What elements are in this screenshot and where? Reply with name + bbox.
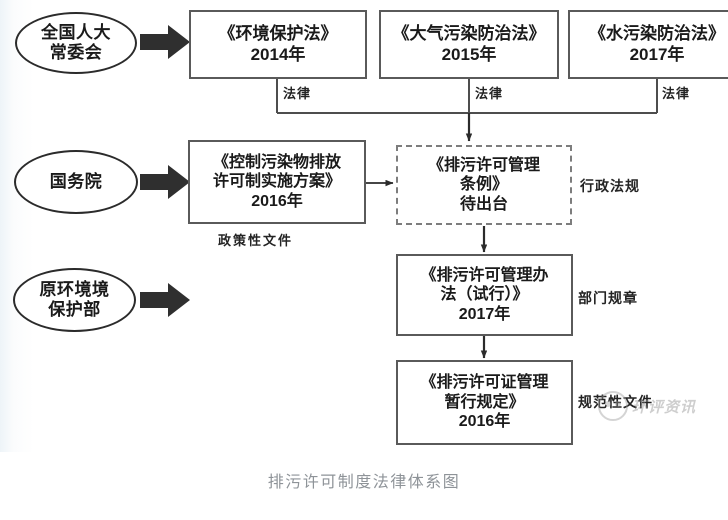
law-wpcl-title: 《水污染防治法》 [589,23,725,43]
law-wpcl-text: 《水污染防治法》 2017年 [584,24,728,65]
policy-scheme-line3: 2016年 [251,192,303,210]
actor-npc-standing-committee[interactable]: 全国人大 常委会 [15,12,137,74]
regulation-box-ordinance-pending[interactable]: 《排污许可管理 条例》 待出台 [396,145,572,225]
law-apcl-year: 2015年 [441,44,497,64]
regulation-provisions-line3: 2016年 [458,413,511,431]
policy-scheme-line2: 许可制实施方案》 [212,173,341,191]
actor-npc-label: 全国人大 常委会 [37,23,115,63]
actor-state-council-label: 国务院 [46,172,107,192]
regulation-provisions-line2: 暂行规定》 [444,393,525,411]
law-box-environmental-protection[interactable]: 《环境保护法》 2014年 [189,10,367,79]
law-epl-text: 《环境保护法》 2014年 [214,24,343,65]
side-label-departmental-rule: 部门规章 [578,291,638,307]
actor-npc-line2: 常委会 [49,43,103,62]
figure-caption: 排污许可制度法律体系图 [267,474,461,491]
policy-scheme-line1: 《控制污染物排放 [212,153,341,171]
actor-former-mep-line1: 原环境境 [39,279,110,299]
regulation-measures-line3: 2017年 [458,305,511,323]
connector-layer [140,25,658,359]
law-wpcl-year: 2017年 [629,44,685,64]
regulation-provisions-text: 《排污许可证管理 暂行规定》 2016年 [415,373,553,432]
diagram-canvas: 全国人大 常委会 国务院 原环境境 保护部 《环境保护法》 2014年 《大气 [0,0,728,452]
law-box-air-pollution[interactable]: 《大气污染防治法》 2015年 [379,10,559,79]
block-arrow-npc-to-law [140,25,190,59]
actor-former-mep-label: 原环境境 保护部 [36,280,114,320]
regulation-provisions-line1: 《排污许可证管理 [420,374,549,392]
label-policy-document: 政策性文件 [218,234,294,249]
side-label-normative-document: 规范性文件 [578,395,653,411]
regulation-ordinance-line2: 条例》 [459,176,508,194]
edge-label-law-apcl: 法律 [475,87,504,102]
actor-former-mep-line2: 保护部 [48,300,101,319]
edge-label-law-wpcl: 法律 [662,87,691,102]
law-bus-connectors [276,79,658,114]
law-apcl-title: 《大气污染防治法》 [392,23,546,43]
regulation-box-permit-measures[interactable]: 《排污许可管理办 法（试行）》 2017年 [396,254,573,336]
actor-former-mep[interactable]: 原环境境 保护部 [13,268,136,332]
regulation-ordinance-line1: 《排污许可管理 [427,156,540,174]
actor-state-council-line1: 国务院 [49,171,103,191]
regulation-ordinance-text: 《排污许可管理 条例》 待出台 [423,156,545,215]
actor-npc-line1: 全国人大 [41,22,111,42]
policy-scheme-text: 《控制污染物排放 许可制实施方案》 2016年 [208,153,346,212]
policy-box-permit-scheme[interactable]: 《控制污染物排放 许可制实施方案》 2016年 [188,140,366,224]
law-epl-title: 《环境保护法》 [218,23,338,43]
regulation-measures-line2: 法（试行）》 [440,286,529,304]
regulation-measures-line1: 《排污许可管理办 [420,266,549,284]
law-box-water-pollution[interactable]: 《水污染防治法》 2017年 [568,10,728,79]
law-apcl-text: 《大气污染防治法》 2015年 [388,24,551,65]
block-arrow-state-council-to-policy [140,165,190,199]
regulation-measures-text: 《排污许可管理办 法（试行）》 2017年 [415,266,553,325]
regulation-box-interim-provisions[interactable]: 《排污许可证管理 暂行规定》 2016年 [396,360,573,445]
block-arrow-mep-to-measures [140,283,190,317]
edge-label-law-epl: 法律 [283,87,312,102]
regulation-ordinance-line3: 待出台 [459,195,508,213]
actor-state-council[interactable]: 国务院 [14,150,138,214]
law-epl-year: 2014年 [250,44,306,64]
side-label-administrative-regulation: 行政法规 [580,179,640,195]
